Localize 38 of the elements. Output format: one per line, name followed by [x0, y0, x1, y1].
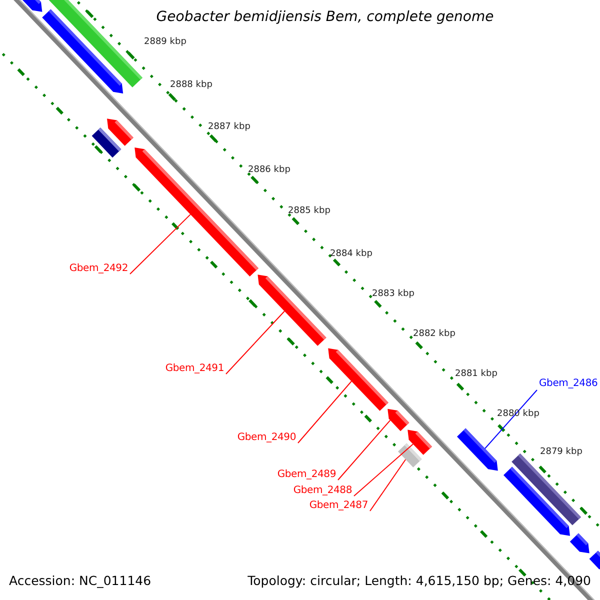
scale-label: 2882 kbp: [413, 330, 456, 339]
gene-label: Gbem_2491: [165, 364, 224, 374]
gene-bar: [388, 408, 410, 432]
scale-label: 2888 kbp: [170, 81, 212, 90]
leader-line: [354, 444, 414, 496]
accession-text: Accession: NC_011146: [9, 575, 152, 588]
scale-label: 2886 kbp: [248, 166, 290, 175]
scale-label: 2879 kbp: [540, 448, 582, 457]
gene-bar: [22, 0, 42, 12]
scale-label: 2887 kbp: [208, 123, 250, 132]
gene-bar: [570, 533, 590, 554]
gene-label: Gbem_2490: [237, 433, 296, 443]
scale-label: 2885 kbp: [288, 207, 330, 216]
leader-line: [130, 214, 191, 274]
genome-summary-text: Topology: circular; Length: 4,615,150 bp; Genes: 4,090: [248, 575, 591, 588]
gene-bar: [457, 428, 498, 471]
gene-label: Gbem_2487: [309, 501, 368, 511]
scale-label: 2889 kbp: [144, 38, 186, 47]
leader-line: [338, 420, 391, 480]
scale-label: 2881 kbp: [455, 370, 498, 379]
gene-bar: [504, 466, 570, 536]
leader-line: [484, 390, 538, 449]
gene-label: Gbem_2486: [539, 379, 598, 389]
leader-line: [298, 380, 352, 444]
leader-line: [370, 459, 406, 512]
scale-label: 2883 kbp: [372, 290, 414, 299]
map-title: Geobacter bemidjiensis Bem, complete genome: [155, 10, 495, 24]
gene-bar: [398, 443, 422, 468]
gene-label: Gbem_2488: [293, 486, 352, 496]
gene-label: Gbem_2492: [69, 264, 128, 274]
gene-bar: [328, 348, 388, 411]
gene-bar: [107, 118, 134, 146]
leader-line: [226, 310, 285, 374]
gene-label: Gbem_2489: [277, 470, 336, 480]
gene-bar: [258, 274, 326, 346]
scale-label: 2884 kbp: [330, 250, 372, 259]
gene-bar: [589, 550, 600, 571]
gene-bar: [42, 9, 124, 94]
